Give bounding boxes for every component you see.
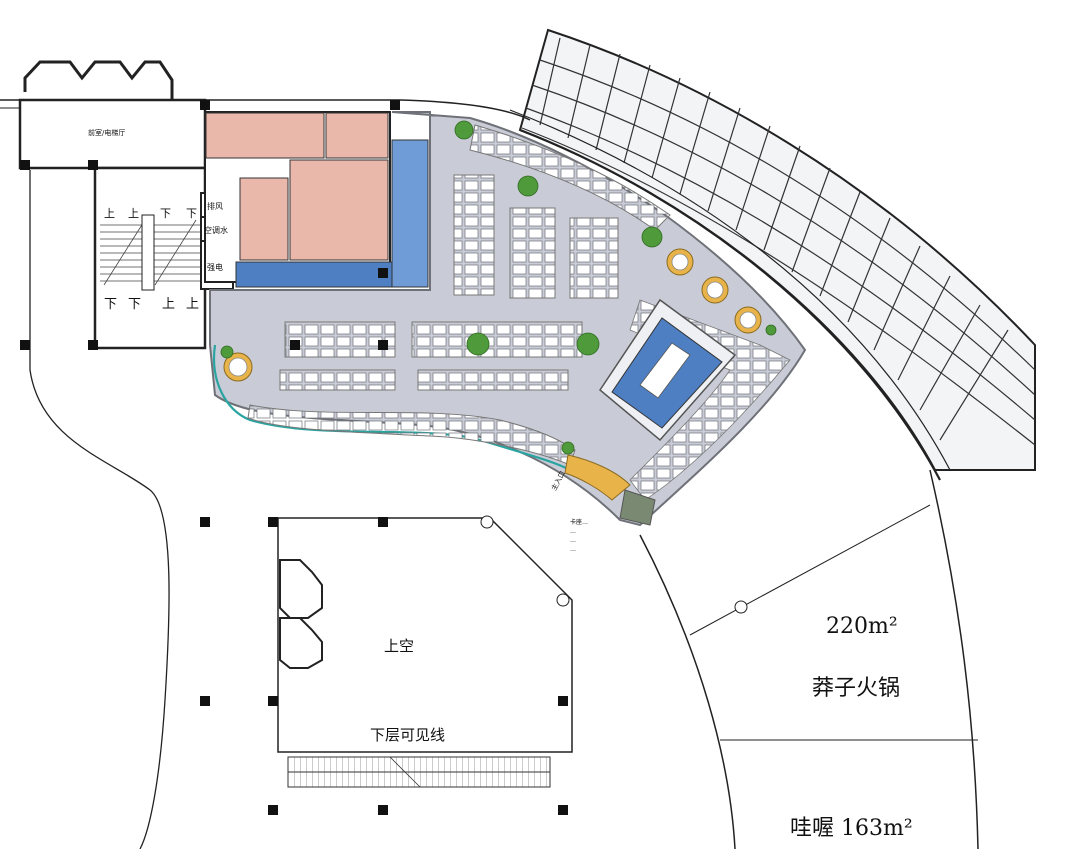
stair-down-label-1: 下 [160,207,171,220]
stair-up-label-4: 上 [186,297,200,312]
stair-up-label-3: 上 [162,297,176,312]
tenant-name-1: 莽子火锅 [812,676,901,701]
stair-core [18,60,207,350]
stair-up-label-2: 上 [128,207,139,220]
tenant-area-1: 220m² [826,614,898,639]
tenant-2: 哇喔 163m² [790,816,913,841]
columns [200,100,568,815]
plants [220,120,777,455]
void-label: 上空 [384,637,415,655]
seating-note: 卡座… … … … [570,518,588,554]
ac-water-label: 空调水 [204,226,228,235]
lower-void [277,515,748,788]
seating-note-line: 卡座… [570,519,589,526]
seating-note-line: … [570,537,576,544]
lobby-label: 前室/电梯厅 [88,129,126,137]
stair-down-label-4: 下 [128,297,142,312]
seating-note-line: … [570,546,576,553]
kitchen-block [204,111,429,288]
stair-up-label-1: 上 [104,207,115,220]
stair-down-label-3: 下 [104,297,118,312]
curtain-wall-grid [509,28,1036,481]
lower-visible-line-label: 下层可见线 [370,726,446,744]
exhaust-label: 排风 [207,202,223,211]
dining-floor [209,111,807,527]
seating-note-line: … [570,528,576,535]
stair-down-label-2: 下 [186,207,197,220]
power-label: 强电 [207,263,223,272]
